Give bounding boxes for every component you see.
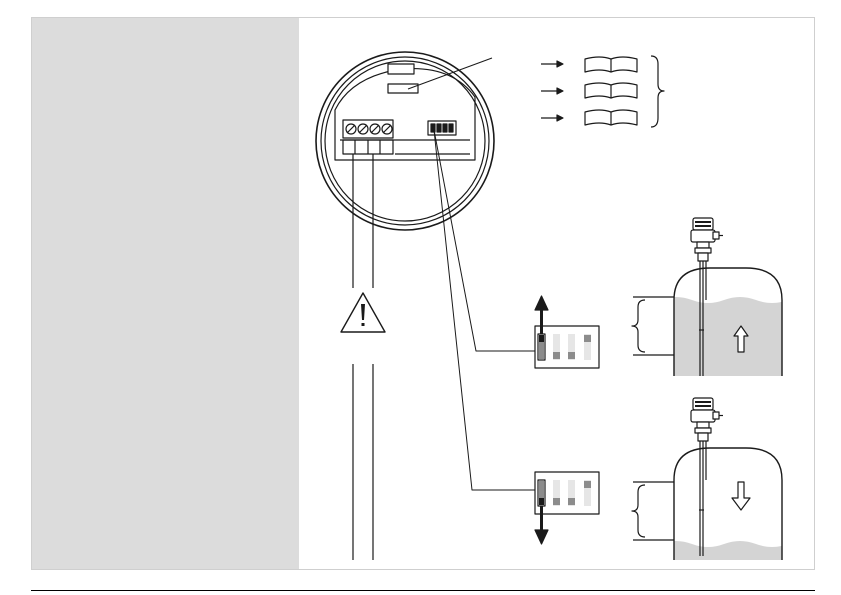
warning-icon	[341, 293, 385, 332]
book-icon	[541, 83, 637, 98]
liquid-fill	[660, 297, 788, 380]
book-group-brace	[651, 56, 664, 127]
book-references	[541, 56, 664, 127]
tank-min-detection	[632, 398, 788, 565]
arrow-down-icon	[732, 482, 750, 510]
footer-rule	[31, 590, 815, 591]
level-probe-icon	[691, 398, 723, 556]
dip-switch-min-detection	[535, 472, 599, 544]
level-range-brace	[632, 300, 645, 352]
leader-lines	[434, 130, 535, 490]
dip-switch-block	[428, 121, 456, 135]
dip-switch-max-detection	[535, 296, 599, 368]
nameplate-label	[388, 84, 418, 93]
terminal-block	[343, 120, 393, 154]
book-icon	[541, 110, 637, 125]
liquid-fill	[660, 541, 788, 565]
electronics-module	[335, 69, 475, 160]
tank-max-detection	[632, 218, 788, 380]
level-range-brace	[632, 485, 645, 537]
book-icon	[541, 57, 637, 72]
housing-notch	[388, 64, 414, 74]
